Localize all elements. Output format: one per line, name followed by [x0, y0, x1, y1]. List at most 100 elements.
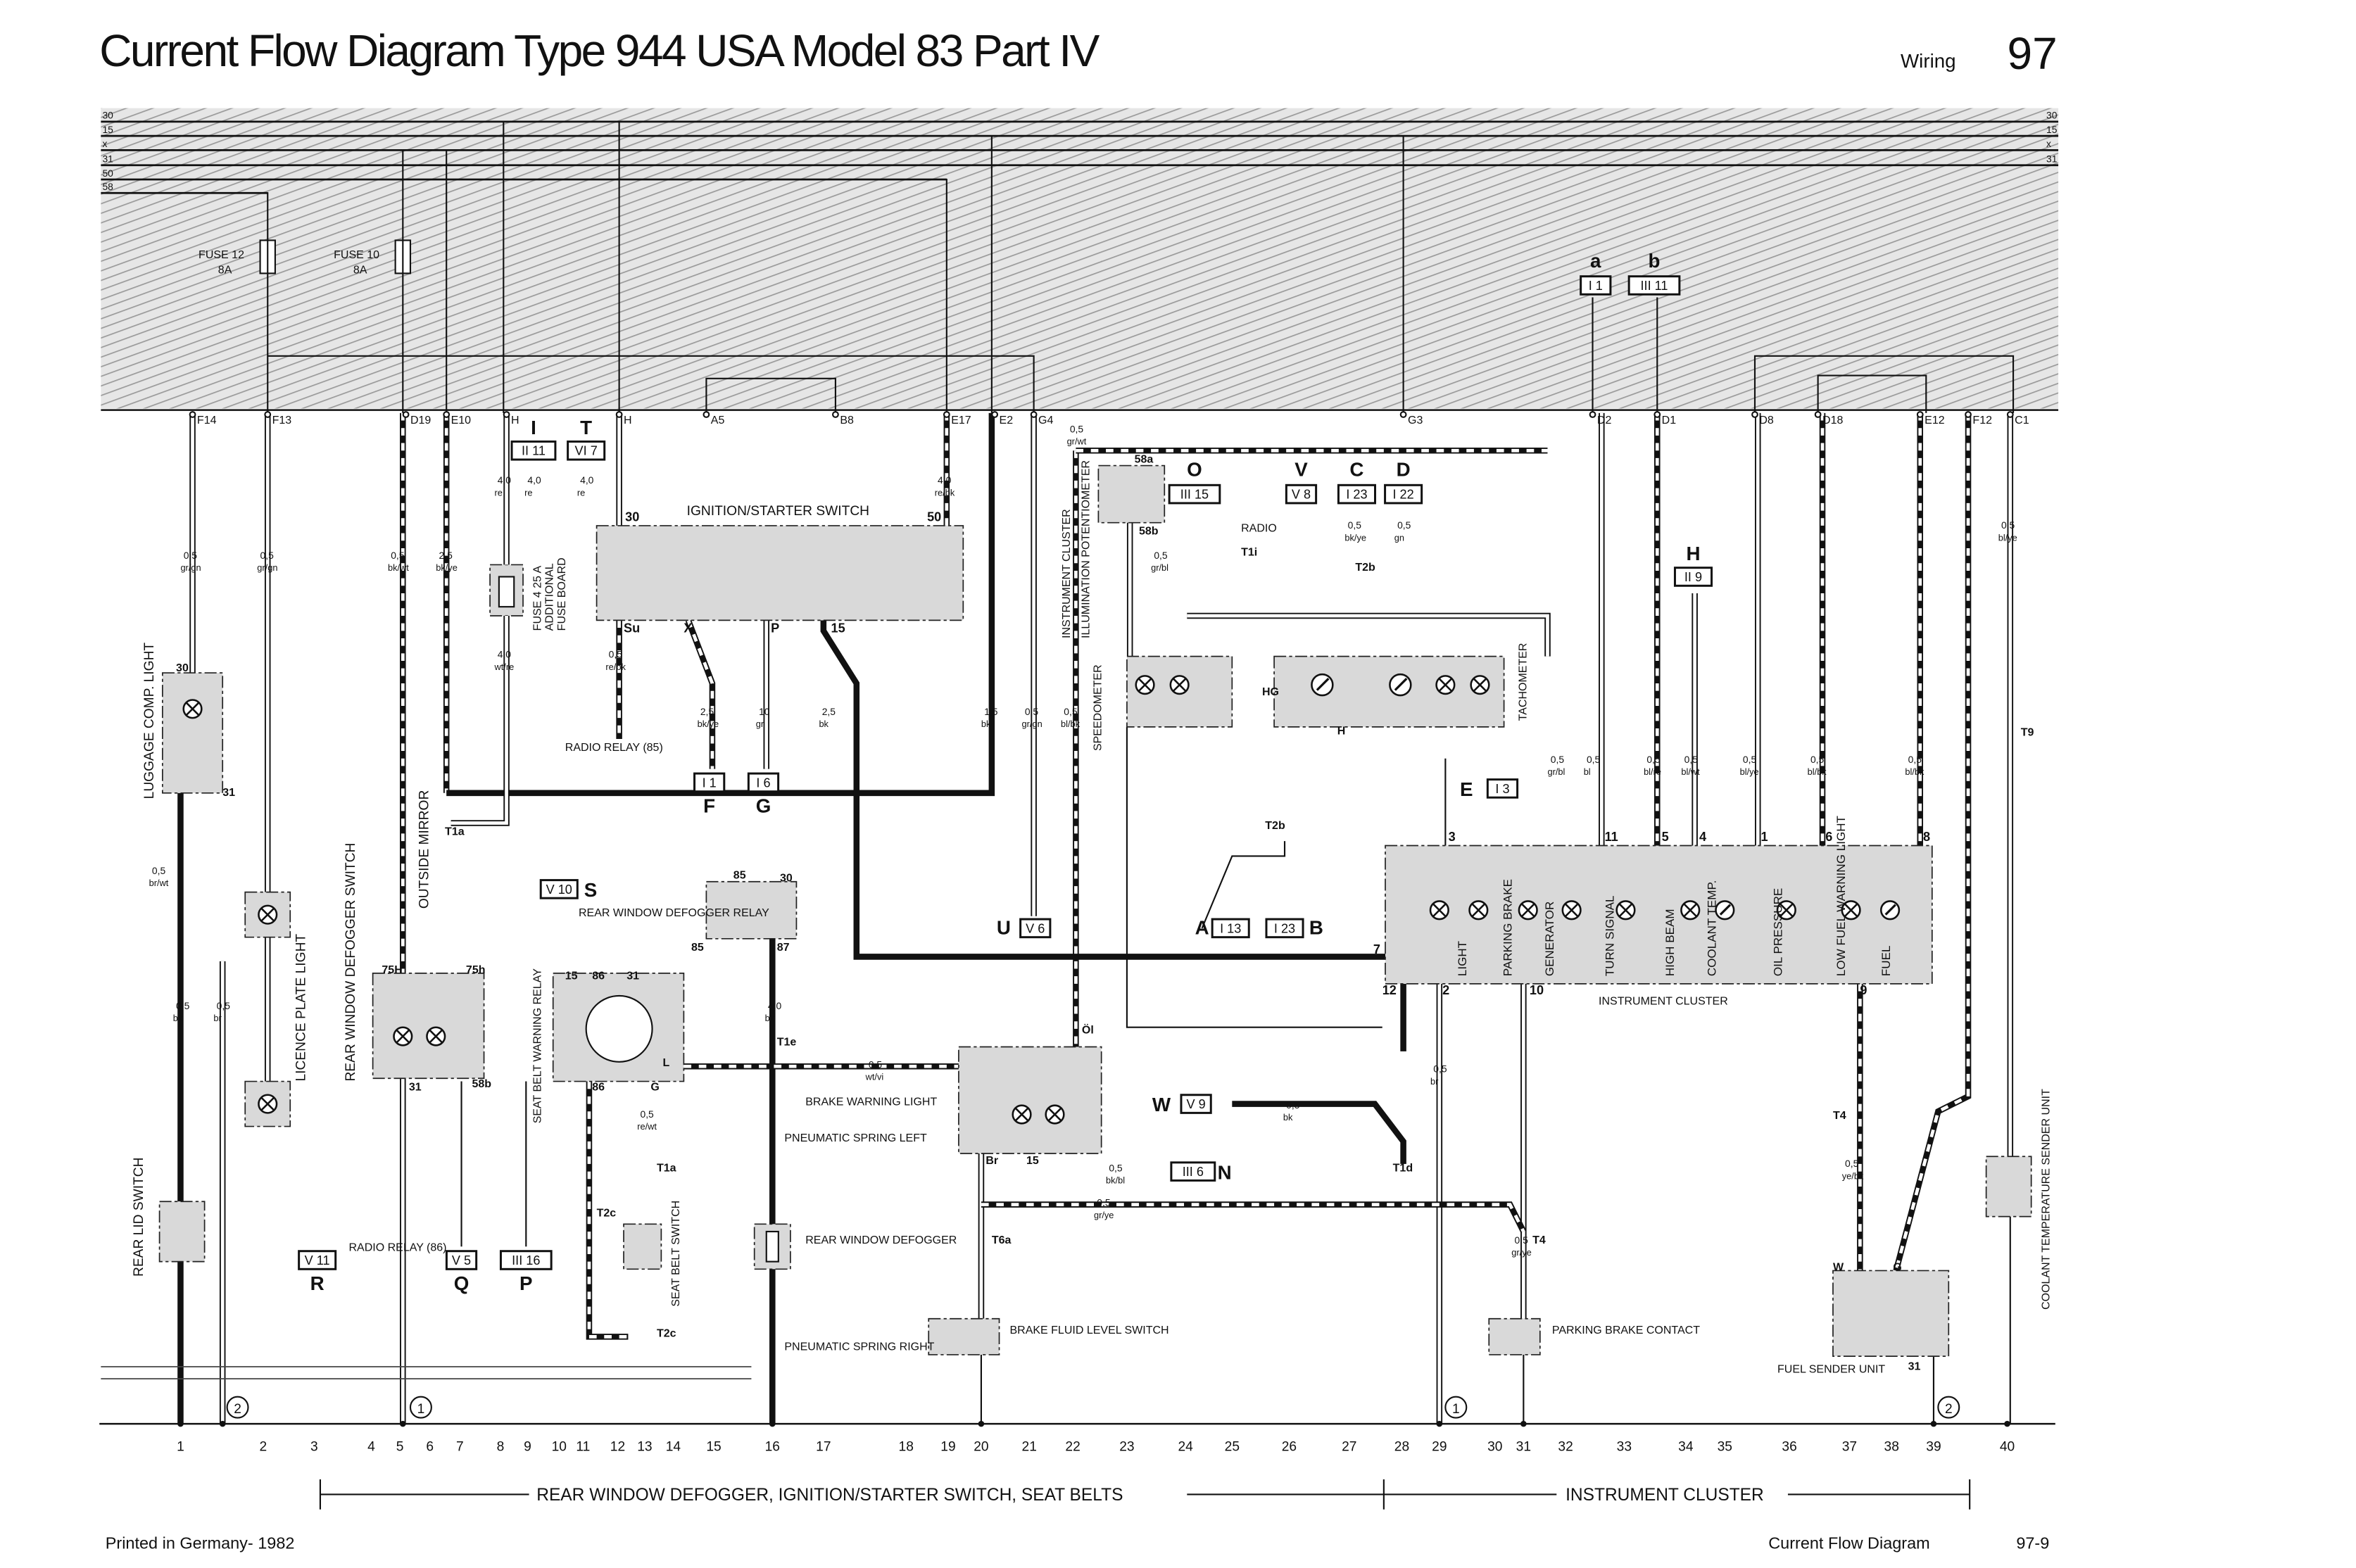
radio-relay-86-label: RADIO RELAY (86) — [348, 1242, 446, 1254]
column-number: 11 — [576, 1440, 590, 1455]
connector-ref: I 13 — [1220, 921, 1241, 935]
column-number: 38 — [1884, 1440, 1899, 1455]
column-number: 35 — [1718, 1440, 1732, 1455]
cluster-indicator-label: OIL PRESSURE — [1771, 888, 1784, 976]
luggage-comp-light-box — [161, 672, 224, 794]
fuse-12-rating: 8A — [218, 264, 232, 276]
column-number: 1 — [177, 1440, 184, 1455]
component-pin: 58b — [1139, 526, 1159, 538]
component-pin: 85 — [733, 869, 746, 881]
terminal-label: A5 — [711, 415, 725, 426]
component-pin: 86 — [592, 970, 605, 982]
wire-color: gr/ye — [1511, 1247, 1531, 1258]
speedometer-label: SPEEDOMETER — [1092, 664, 1104, 751]
wire-gauge: 0,5 — [1433, 1063, 1447, 1075]
tachometer-label: TACHOMETER — [1518, 643, 1530, 721]
ground-ref: 2 — [1945, 1402, 1953, 1417]
wire-color: bl/bk — [1808, 766, 1827, 777]
fuse-12-label: FUSE 12 — [199, 249, 244, 261]
brake-warning-light-box — [958, 1046, 1102, 1154]
column-number: 21 — [1022, 1440, 1037, 1455]
wire-gauge: 0,5 — [1025, 706, 1039, 717]
connector-ref: I 1 — [703, 776, 717, 790]
wire-gauge: 2,5 — [822, 706, 836, 717]
terminal-label: D2 — [1597, 415, 1612, 426]
wire-color: gr/gn — [180, 562, 201, 573]
ground-ref: 1 — [1452, 1402, 1460, 1417]
heater-element-icon — [765, 1230, 779, 1263]
radio-relay-85-label: RADIO RELAY (85) — [565, 742, 663, 754]
bus-label-left: 15 — [102, 124, 113, 135]
wire-gauge: 4,0 — [938, 474, 952, 486]
terminal-pin — [1589, 411, 1596, 418]
connector-ref: III 15 — [1180, 488, 1209, 502]
wire-color: bl/ye — [1998, 532, 2017, 543]
column-number: 22 — [1065, 1440, 1080, 1455]
terminal-label: C1 — [2015, 415, 2029, 426]
plug-label: T1a — [657, 1163, 676, 1175]
wire-gauge: 2,5 — [439, 550, 453, 561]
component-pin: G — [1893, 1261, 1901, 1273]
terminal-label: F12 — [1972, 415, 1992, 426]
connector-ref-box — [747, 772, 780, 793]
cluster-pin: 9 — [1860, 983, 1867, 997]
component-pin: Br — [985, 1155, 998, 1167]
luggage-light-label: LUGGAGE COMP. LIGHT — [142, 643, 157, 799]
wire-color: gr/wt — [1067, 436, 1087, 447]
plug-label: T1i — [1241, 547, 1257, 559]
connector-ref-box — [445, 1250, 478, 1270]
connector-ref-box — [1384, 483, 1423, 505]
wire-gauge: 10 — [759, 706, 770, 717]
terminal-label: F13 — [272, 415, 292, 426]
lamps — [182, 673, 1901, 1125]
component-pin: 85 — [691, 942, 704, 954]
plug-label: T4 — [1532, 1234, 1546, 1246]
wire-color: re — [494, 487, 502, 498]
column-number: 20 — [974, 1440, 988, 1455]
connector-letter: I — [531, 417, 536, 438]
column-number: 25 — [1225, 1440, 1240, 1455]
spring-left-label: PNEUMATIC SPRING LEFT — [784, 1132, 927, 1144]
component-pin: 87 — [777, 942, 790, 954]
column-number: 24 — [1178, 1440, 1193, 1455]
terminal-pin — [615, 411, 623, 418]
wire-gauge: 0,5 — [391, 550, 405, 561]
terminal-pin — [1751, 411, 1758, 418]
terminal-pin — [2006, 411, 2014, 418]
plug-label: T6a — [992, 1234, 1012, 1246]
defogger-relay-label: REAR WINDOW DEFOGGER RELAY — [579, 907, 769, 919]
wire-color: br — [213, 1013, 222, 1023]
wire — [1753, 355, 2015, 413]
connector-letter: b — [1649, 250, 1661, 272]
central-electrics-band — [101, 108, 2059, 409]
plug-label: T1a — [445, 826, 465, 838]
cluster-indicator-label: COOLANT TEMP. — [1706, 880, 1719, 977]
wire-gauge: 4,0 — [498, 649, 512, 660]
terminal-pin — [443, 411, 451, 418]
fuse-10-rating: 8A — [353, 264, 367, 276]
terminal-label: B8 — [840, 415, 854, 426]
wire-color: gr/bl — [1151, 562, 1168, 573]
connector-ref: I 3 — [1495, 782, 1509, 796]
wire-color: bk — [1283, 1112, 1293, 1123]
wire-color: gr/ye — [1094, 1210, 1114, 1220]
connector-ref-box — [539, 879, 579, 899]
terminal-label: G4 — [1038, 415, 1053, 426]
column-number: 8 — [497, 1440, 505, 1455]
licence-plate-light-right — [244, 1080, 291, 1127]
wire-gauge: 0,5 — [1587, 754, 1601, 765]
wire-gauge: 0,5 — [1154, 550, 1168, 561]
connector-letter: a — [1590, 250, 1601, 272]
cluster-pin: 2 — [1442, 983, 1449, 997]
terminal-pin — [1653, 411, 1661, 418]
column-number: 19 — [940, 1440, 955, 1455]
component-pin: 75h — [466, 964, 486, 976]
wire-color: br — [1430, 1076, 1439, 1087]
wire — [267, 355, 1035, 413]
column-number: 40 — [2000, 1440, 2015, 1455]
terminal-label: F14 — [197, 415, 217, 426]
wire-color: bk/ye — [436, 562, 458, 573]
wire-gauge: 0,5 — [1845, 1158, 1859, 1169]
